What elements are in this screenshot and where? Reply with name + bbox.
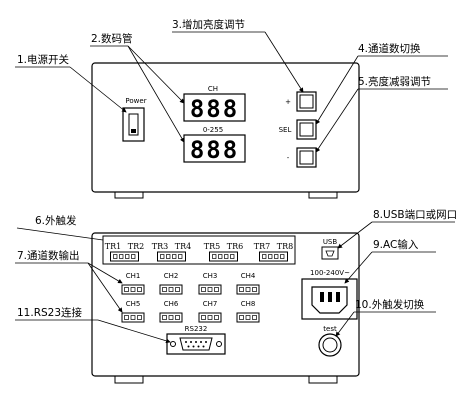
power-rocker-mark: [131, 129, 136, 133]
trigger-label-1: TR1: [105, 242, 121, 251]
channel-connector-7[interactable]: [198, 312, 222, 323]
channel-connector-5[interactable]: [121, 312, 145, 323]
front-callouts: [15, 31, 448, 153]
power-label: Power: [125, 97, 146, 105]
trigger-label-3: TR3: [152, 242, 168, 251]
rs232-screw-right: [216, 341, 222, 347]
callout-line-test: [335, 311, 355, 337]
callout-rs232: 11.RS23连接: [17, 306, 83, 319]
trigger-label-4: TR4: [175, 242, 191, 251]
callout-line-usb: [337, 221, 373, 249]
channel-connector-3[interactable]: [198, 284, 222, 295]
callout-channel-out: 7.通道数输出: [17, 249, 80, 262]
callout-line-sel: [315, 55, 359, 125]
display-value: [183, 134, 246, 163]
channel-select-button-inner: [299, 122, 314, 137]
trigger-connector-3[interactable]: [209, 251, 238, 262]
usb-port-inner: [325, 250, 335, 257]
trigger-label-5: TR5: [204, 242, 220, 251]
voltage-label: 100-240V~: [310, 269, 350, 277]
callout-line-trigger: [16, 227, 104, 241]
callout-line-up: [264, 31, 304, 93]
callout-brightness-down: 5.亮度减弱调节: [358, 75, 431, 88]
callout-display: 2.数码管: [91, 32, 133, 45]
rs232-pins: [185, 341, 207, 348]
callout-line-display-bottom: [127, 45, 185, 143]
ac-pin-left: [320, 292, 324, 302]
display-channel-digits: 888: [190, 95, 239, 123]
rs232-connector: [179, 337, 213, 351]
callout-line-display-top: [127, 45, 185, 104]
trigger-connector-4[interactable]: [259, 251, 288, 262]
brightness-up-button-inner: [299, 94, 314, 109]
callout-channel-switch: 4.通道数切换: [358, 42, 421, 55]
channel-label-7: CH7: [203, 300, 218, 308]
channel-label-8: CH8: [241, 300, 256, 308]
callout-trigger-switch: 10.外触发切换: [355, 298, 425, 311]
trigger-connector-1[interactable]: [110, 251, 139, 262]
callout-line-power: [69, 66, 127, 113]
channel-label-2: CH2: [164, 272, 179, 280]
callout-line-channel-2: [87, 262, 123, 313]
ch-label: CH: [208, 85, 218, 93]
callout-power: 1.电源开关: [17, 53, 70, 66]
sel-label: SEL: [279, 126, 292, 134]
test-switch-inner: [322, 337, 338, 353]
channel-label-3: CH3: [203, 272, 218, 280]
channel-connector-4[interactable]: [236, 284, 260, 295]
plus-label: +: [285, 98, 291, 106]
rear-panel-body: [91, 232, 360, 377]
channel-connector-2[interactable]: [159, 284, 183, 295]
display-value-digits: 888: [190, 136, 239, 164]
trigger-connector-2[interactable]: [157, 251, 186, 262]
trigger-inputs: TR1 TR2 TR3 TR4 TR5 TR6 TR7 TR8: [105, 242, 293, 262]
rs232-label: RS232: [185, 325, 208, 333]
range-label: 0-255: [203, 126, 223, 134]
callout-line-channel-1: [87, 262, 123, 284]
brightness-down-button-inner: [299, 150, 314, 165]
usb-label: USB: [323, 238, 338, 246]
channel-label-6: CH6: [164, 300, 179, 308]
ac-pin-right: [336, 292, 340, 302]
test-label: test: [323, 325, 337, 333]
channel-label-1: CH1: [126, 272, 141, 280]
trigger-label-7: TR7: [254, 242, 270, 251]
callout-brightness-up: 3.增加亮度调节: [172, 18, 245, 31]
ac-pin-center: [328, 292, 332, 302]
trigger-label-2: TR2: [128, 242, 144, 251]
trigger-group-box: [102, 235, 296, 265]
front-panel-body: [91, 62, 360, 193]
channel-connector-8[interactable]: [236, 312, 260, 323]
trigger-label-8: TR8: [277, 242, 293, 251]
front-panel: Power CH 888 0-255 888 + SEL -: [91, 62, 360, 199]
callout-line-rs232: [97, 319, 171, 344]
rs232-screw-left: [170, 341, 176, 347]
channel-connector-1[interactable]: [121, 284, 145, 295]
minus-label: -: [287, 154, 290, 162]
callout-line-down: [315, 88, 359, 153]
channel-connector-6[interactable]: [159, 312, 183, 323]
rear-panel: TR1 TR2 TR3 TR4 TR5 TR6 TR7 TR8 CH1 CH2 CH3 CH4CH5…: [91, 232, 360, 384]
power-rocker: [128, 113, 139, 136]
callout-trigger: 6.外触发: [35, 214, 77, 227]
channel-label-4: CH4: [241, 272, 256, 280]
channel-label-5: CH5: [126, 300, 141, 308]
trigger-label-6: TR6: [227, 242, 243, 251]
callout-line-ac: [344, 251, 373, 284]
rear-callouts: [15, 221, 455, 344]
callout-ac: 9.AC输入: [373, 238, 419, 251]
callout-usb: 8.USB端口或网口: [373, 208, 457, 221]
display-channel: [183, 93, 246, 122]
